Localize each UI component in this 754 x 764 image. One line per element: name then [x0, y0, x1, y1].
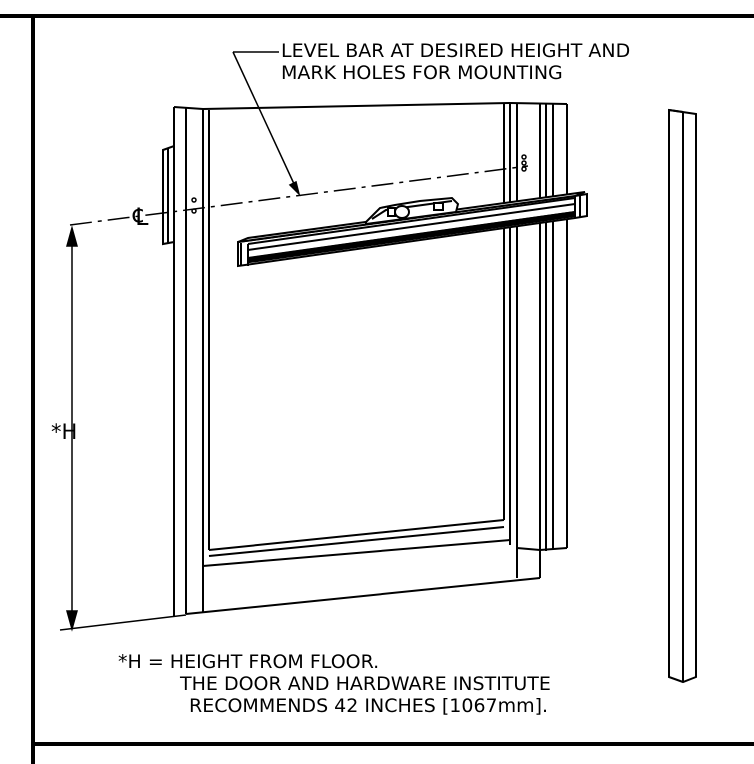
height-dimension-label: *H	[51, 420, 78, 444]
height-dimension	[59, 225, 187, 632]
door-header	[202, 102, 568, 110]
mounting-holes-right	[521, 154, 527, 172]
centerline-symbol: ℄	[133, 203, 149, 231]
door-frame-right-jamb	[509, 103, 568, 551]
hinge-plate	[162, 144, 175, 246]
door-panel	[185, 104, 541, 615]
callout-leader	[232, 51, 301, 197]
centerline	[69, 165, 529, 226]
footnote-line2: THE DOOR AND HARDWARE INSTITUTE	[180, 673, 551, 695]
callout-text-line2: MARK HOLES FOR MOUNTING	[281, 62, 563, 84]
exit-device-bar	[237, 191, 588, 268]
drawing-frame	[0, 14, 754, 764]
door-frame-left-jamb	[173, 106, 204, 617]
footnote-line3: RECOMMENDS 42 INCHES [1067mm].	[189, 695, 549, 717]
strike-jamb	[668, 108, 697, 684]
footnote-line1: *H = HEIGHT FROM FLOOR.	[118, 651, 380, 673]
callout-text-line1: LEVEL BAR AT DESIRED HEIGHT AND	[281, 40, 631, 62]
mounting-holes-left	[191, 197, 197, 214]
